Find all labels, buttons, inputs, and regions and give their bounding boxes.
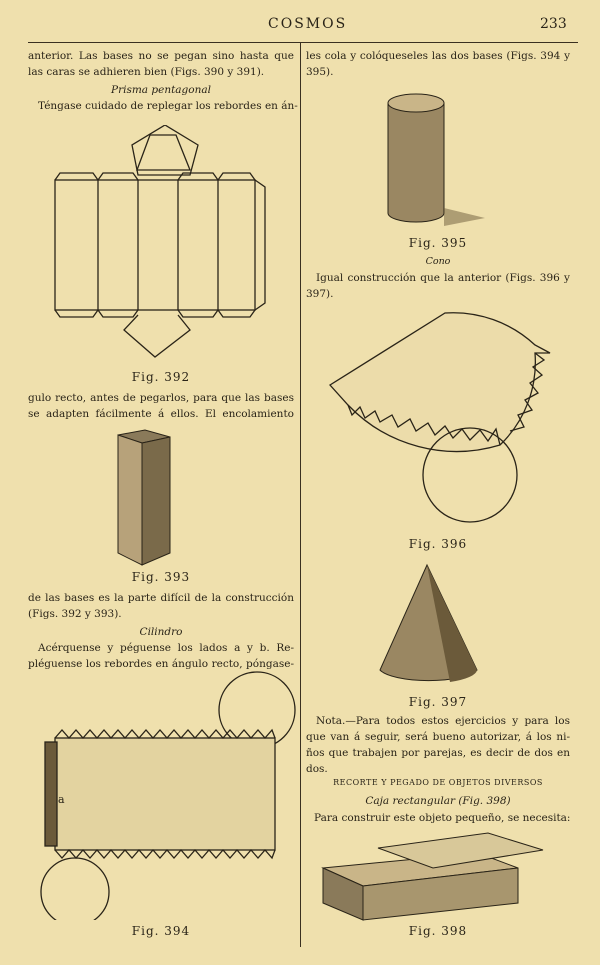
text-line: Téngase cuidado de replegar los rebordes… [38, 100, 298, 112]
right-paragraph-1: les cola y colóqueseles las dos bases (F… [306, 48, 570, 80]
text-line: se adapten fácilmente á ellos. El encola… [28, 408, 294, 420]
figure-396-cone-net [328, 312, 551, 523]
figure-398-box-drawing [321, 832, 544, 921]
text-line: de las bases es la parte difícil de la c… [28, 592, 294, 604]
page-number: 233 [540, 16, 567, 32]
section-heading-caja: Caja rectangular (Fig. 398) [365, 795, 511, 807]
figure-398-caption: Fig. 398 [408, 924, 468, 938]
figure-396-caption: Fig. 396 [408, 537, 468, 551]
figure-397-cone-drawing [379, 563, 478, 682]
text-line: pléguense los rebordes en ángulo recto, … [28, 658, 294, 670]
figure-394-label-a: a [58, 793, 65, 806]
column-divider [300, 42, 301, 947]
text-line: Igual construcción que la anterior (Figs… [316, 272, 570, 284]
text-line: 397). [306, 288, 334, 300]
left-paragraph-1: anterior. Las bases no se pegan sino has… [28, 48, 294, 80]
text-line: que van á seguir, será bueno autorizar, … [306, 731, 570, 743]
right-paragraph-4: Para construir este objeto pequeño, se n… [306, 810, 570, 826]
section-heading-prisma: Prisma pentagonal [111, 84, 211, 96]
text-line: ños que trabajen por parejas, es decir d… [306, 747, 570, 759]
text-line: gulo recto, antes de pegarlos, para que … [28, 392, 294, 404]
figure-394-caption: Fig. 394 [131, 924, 191, 938]
text-line: Para construir este objeto pequeño, se n… [314, 812, 571, 824]
text-line: les cola y colóqueseles las dos bases (F… [306, 50, 570, 62]
figure-393-caption: Fig. 393 [131, 570, 191, 584]
running-header: COSMOS [268, 16, 348, 32]
figure-393-prism-drawing [117, 429, 171, 566]
left-paragraph-3: gulo recto, antes de pegarlos, para que … [28, 390, 294, 422]
text-line: (Figs. 392 y 393). [28, 608, 122, 620]
header-rule [28, 42, 578, 43]
section-heading-recorte: RECORTE Y PEGADO DE OBJETOS DIVERSOS [333, 778, 543, 787]
text-line: dos. [306, 763, 328, 775]
right-paragraph-nota: Nota.—Para todos estos ejercicios y para… [306, 713, 570, 777]
figure-392-caption: Fig. 392 [131, 370, 191, 384]
text-line: Acérquense y péguense los lados a y b. R… [38, 642, 294, 654]
text-line: las caras se adhieren bien (Figs. 390 y … [28, 66, 265, 78]
left-paragraph-2: Téngase cuidado de replegar los rebordes… [38, 98, 298, 114]
section-heading-cono: Cono [425, 256, 451, 267]
left-paragraph-5: Acérquense y péguense los lados a y b. R… [28, 640, 294, 672]
figure-395-caption: Fig. 395 [408, 236, 468, 250]
figure-392-pentagonal-prism-net [54, 125, 266, 358]
figure-397-caption: Fig. 397 [408, 695, 468, 709]
left-paragraph-4: de las bases es la parte difícil de la c… [28, 590, 294, 622]
figure-395-cylinder-drawing [387, 93, 485, 226]
text-line: anterior. Las bases no se pegan sino has… [28, 50, 294, 62]
right-paragraph-2: Igual construcción que la anterior (Figs… [306, 270, 570, 302]
figure-394-cylinder-net [40, 671, 296, 920]
text-line: Nota.—Para todos estos ejercicios y para… [316, 715, 570, 727]
text-line: 395). [306, 66, 334, 78]
section-heading-cilindro: Cilindro [139, 626, 183, 638]
